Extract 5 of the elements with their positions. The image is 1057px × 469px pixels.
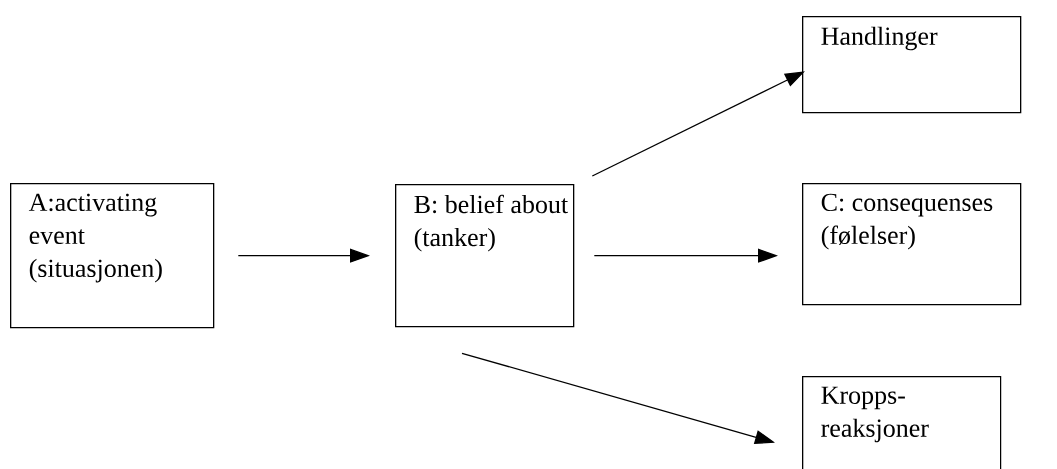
- text-box: A:activating event (situasjonen): [10, 183, 215, 329]
- text-box: Handlinger: [802, 16, 1022, 114]
- text-box: B: belief about (tanker): [395, 184, 575, 328]
- text-box: C: consequenses (følelser): [802, 183, 1022, 306]
- text-box: Kropps- reaksjoner: [802, 376, 1002, 469]
